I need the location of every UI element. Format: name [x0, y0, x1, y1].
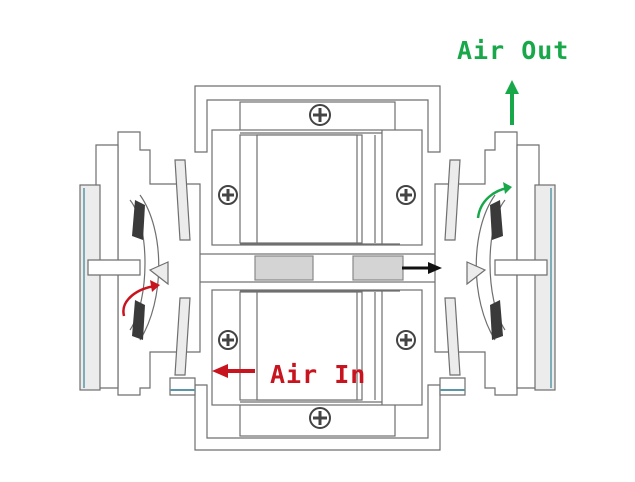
cross-screw-icon — [218, 330, 238, 350]
inlet-curve-arrow-icon — [122, 280, 160, 317]
cross-screw-icon — [396, 330, 416, 350]
cross-screw-icon — [218, 185, 238, 205]
right-valve-top — [490, 200, 503, 240]
cross-screw-icon — [396, 185, 416, 205]
left-valve-top — [132, 200, 145, 240]
air-in-label: Air In — [270, 360, 367, 389]
cross-screw-icon — [309, 407, 331, 429]
air-out-label: Air Out — [457, 36, 570, 65]
left-valve-bottom — [132, 300, 145, 340]
right-valve-bottom — [490, 300, 503, 340]
pump-body — [79, 85, 556, 451]
arrow-left-icon — [212, 364, 255, 378]
arrow-right-icon — [402, 262, 442, 274]
arrow-up-icon — [505, 80, 519, 125]
outlet-curve-arrow-icon — [476, 182, 512, 219]
cross-screw-icon — [309, 104, 331, 126]
